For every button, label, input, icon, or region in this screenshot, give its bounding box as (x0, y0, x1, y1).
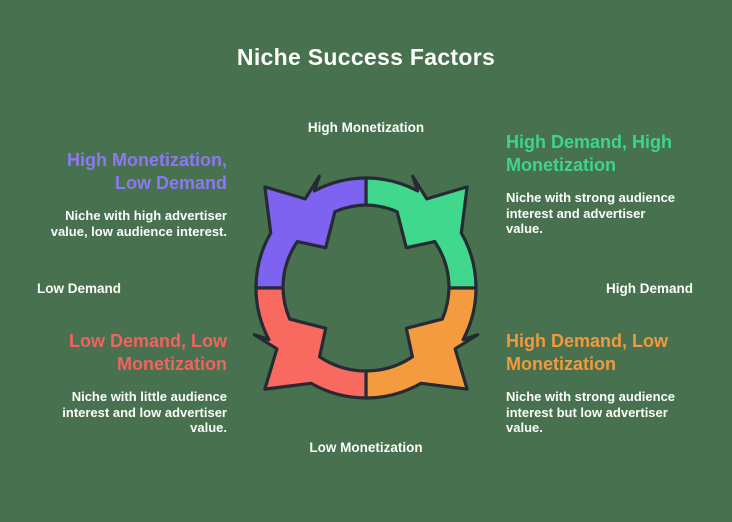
axis-label-high-monetization: High Monetization (307, 120, 425, 135)
page-title: Niche Success Factors (236, 44, 496, 70)
arc-segment-low-demand-low-monetization (252, 286, 368, 400)
quadrant-heading: High Monetization, Low Demand (67, 150, 227, 193)
quadrant-description: Niche with strong audience interest but … (506, 389, 676, 435)
axis-label-low-demand: Low Demand (37, 281, 122, 296)
quadrant-block-high-monetization-low-demand: High Monetization, Low Demand Niche with… (27, 149, 227, 239)
quadrant-heading: High Demand, High Monetization (506, 132, 672, 175)
quadrant-description: Niche with strong audience interest and … (506, 190, 676, 236)
arc-segment-high-demand-low-monetization (364, 286, 480, 400)
quadrant-description: Niche with high advertiser value, low au… (50, 208, 227, 239)
arc-segment-high-demand-high-monetization (364, 174, 478, 290)
axis-label-low-monetization: Low Monetization (309, 440, 423, 455)
quadrant-block-high-demand-low-monetization: High Demand, Low Monetization Niche with… (506, 330, 706, 436)
quadrant-heading: Low Demand, Low Monetization (68, 331, 227, 374)
quadrant-description: Niche with little audience interest and … (62, 389, 227, 435)
quadrant-heading: High Demand, Low Monetization (506, 331, 668, 374)
quadrant-block-low-demand-low-monetization: Low Demand, Low Monetization Niche with … (27, 330, 227, 436)
arc-segment-high-monetization-low-demand (254, 174, 368, 290)
axis-label-high-demand: High Demand (605, 281, 693, 296)
quadrant-block-high-demand-high-monetization: High Demand, High Monetization Niche wit… (506, 131, 706, 237)
